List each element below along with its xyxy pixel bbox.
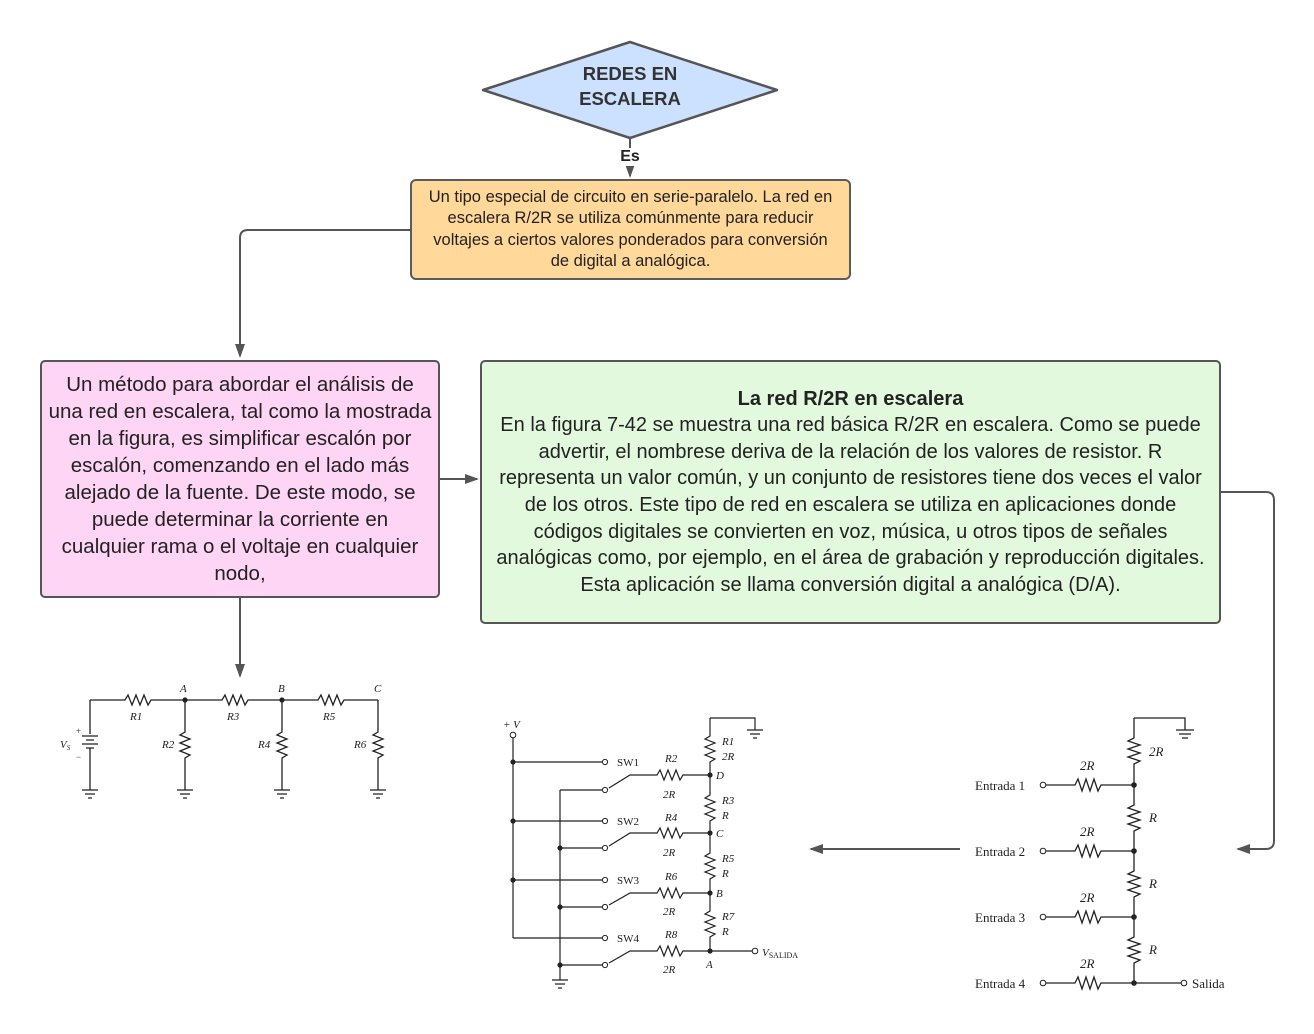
r2r-box: La red R/2R en escalera En la figura 7-4… [480, 360, 1221, 624]
r2r-chain-value-3: R [1148, 942, 1157, 957]
r2r-input-value-1: 2R [1080, 758, 1095, 773]
dac-node-a: A [705, 959, 713, 971]
ladder-r2-label: R2 [161, 739, 175, 751]
dac-r4-label: R4 [664, 812, 678, 824]
dac-branch-value-1: 2R [663, 789, 676, 801]
r2r-output: Salida [1192, 976, 1225, 991]
dac-r1-label: R1 [721, 736, 734, 748]
ladder-r3-label: R3 [226, 711, 240, 723]
r2r-input-value-2: 2R [1080, 824, 1095, 839]
dac-r1-value: 2R [722, 751, 735, 763]
dac-node-d: D [715, 770, 724, 782]
dac-supply-label: + V [503, 719, 521, 731]
svg-text:−: − [76, 752, 81, 762]
ladder-r1-label: R1 [129, 711, 142, 723]
dac-sw3-label: SW3 [617, 875, 640, 887]
svg-text:+: + [76, 726, 81, 736]
definition-box: Un tipo especial de circuito en serie-pa… [410, 179, 851, 280]
r2r-chain-value-2: R [1148, 876, 1157, 891]
connector-r2r-circuit [1221, 491, 1275, 854]
dac-sw2-label: SW2 [617, 816, 639, 828]
r2r-input-3: Entrada 3 [975, 910, 1025, 925]
ladder-node-b: B [278, 683, 285, 695]
dac-branch-value-4: 2R [663, 964, 676, 976]
r2r-input-4: Entrada 4 [975, 976, 1026, 991]
method-text: Un método para abordar el análisis de un… [48, 373, 432, 585]
r2r-chain-value-1: R [1148, 810, 1157, 825]
dac-r6-label: R6 [664, 871, 678, 883]
ladder-r5-label: R5 [322, 711, 336, 723]
r2r-input-2: Entrada 2 [975, 844, 1025, 859]
r2r-title: La red R/2R en escalera [737, 387, 964, 410]
dac-output-label: VSALIDA [762, 947, 798, 960]
dac-r7-value: R [721, 926, 729, 938]
r2r-input-1: Entrada 1 [975, 778, 1025, 793]
dac-r3-label: R3 [721, 795, 735, 807]
connector-definition-method [235, 229, 410, 358]
r2r-top-value: 2R [1149, 744, 1164, 759]
r2r-input-value-4: 2R [1080, 956, 1095, 971]
ladder-r4-label: R4 [257, 739, 271, 751]
dac-r2-label: R2 [664, 753, 678, 765]
ladder-source-label: VS [60, 739, 71, 752]
ladder-node-c: C [374, 683, 382, 695]
dac-branch-value-3: 2R [663, 906, 676, 918]
r2r-input-value-3: 2R [1080, 890, 1095, 905]
dac-sw4-label: SW4 [617, 933, 640, 945]
dac-r7-label: R7 [721, 911, 735, 923]
ladder-node-a: A [179, 683, 187, 695]
edge-label: Es [612, 148, 648, 166]
ladder-r6-label: R6 [353, 739, 367, 751]
method-box: Un método para abordar el análisis de un… [40, 360, 440, 598]
dac-r3-value: R [721, 810, 729, 822]
diamond-label: REDES EN ESCALERA [579, 63, 681, 109]
dac-node-b: B [716, 888, 723, 900]
dac-r5-value: R [721, 868, 729, 880]
definition-text: Un tipo especial de circuito en serie-pa… [428, 187, 833, 271]
dac-branch-value-2: 2R [663, 847, 676, 859]
dac-node-c: C [716, 828, 724, 840]
r2r-text: En la figura 7-42 se muestra una red bás… [496, 414, 1205, 596]
dac-r8-label: R8 [664, 929, 678, 941]
dac-sw1-label: SW1 [617, 757, 639, 769]
dac-r5-label: R5 [721, 853, 735, 865]
